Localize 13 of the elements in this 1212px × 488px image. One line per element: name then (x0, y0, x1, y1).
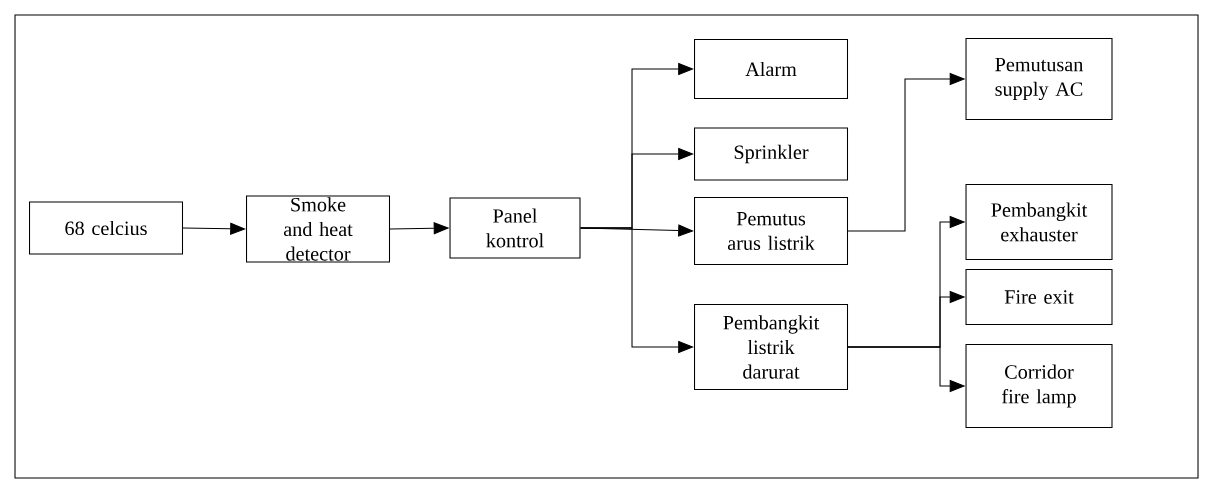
process-box: 68 celcius (29, 201, 183, 255)
process-box: Fire exit (965, 269, 1113, 326)
arrow (580, 224, 694, 237)
process-box: Smoke and heat detector (246, 195, 391, 263)
process-box: Pembangkit exhauster (965, 184, 1113, 261)
process-box: Pembangkit listrik darurat (694, 304, 849, 391)
arrow (580, 227, 694, 354)
process-box: Sprinkler (694, 127, 849, 181)
process-box: Alarm (694, 39, 849, 100)
process-box: Panel kontrol (449, 197, 581, 259)
process-box: Corridor fire lamp (965, 344, 1113, 429)
process-box: Pemutus arus listrik (694, 197, 849, 266)
process-box: Pemutusan supply AC (965, 38, 1113, 121)
